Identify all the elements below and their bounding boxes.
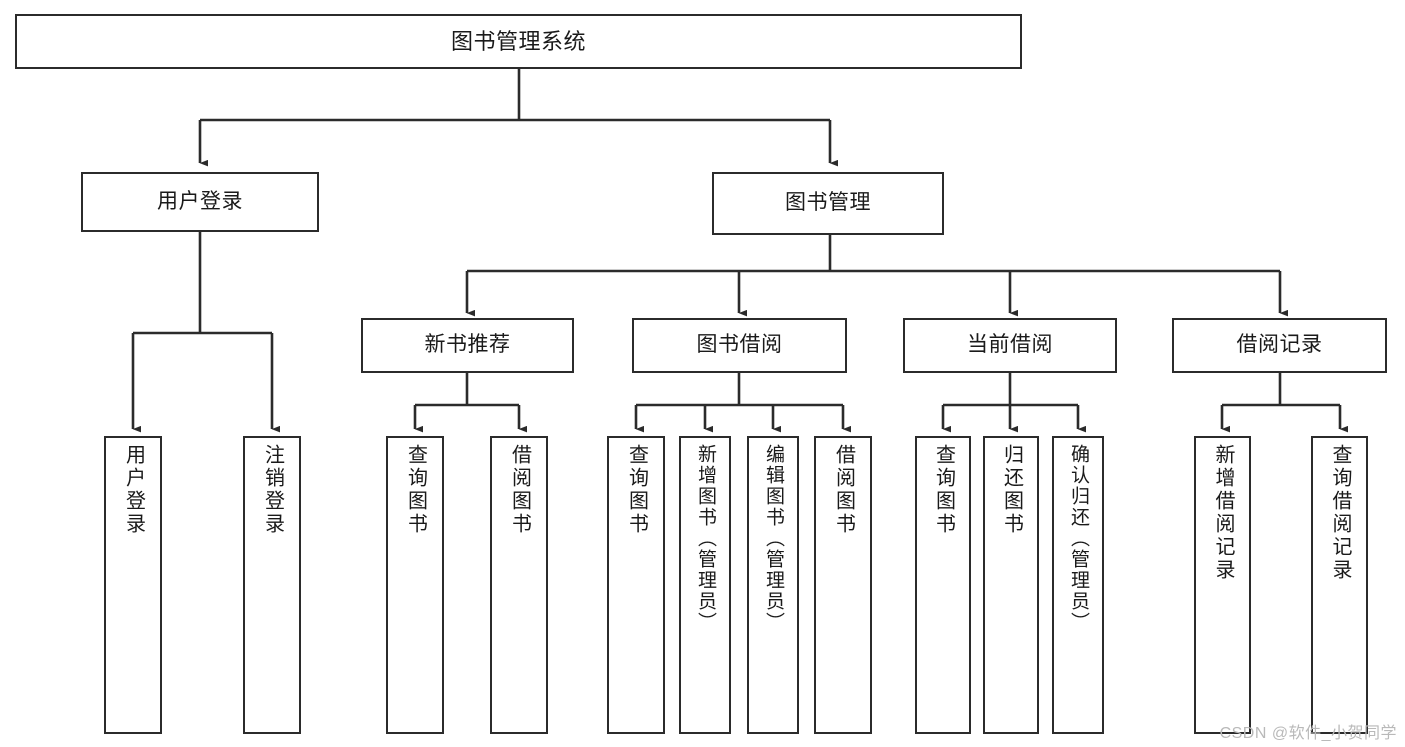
leaf-node-user-logout[interactable]: 注销登录 xyxy=(243,436,301,734)
node-current-borrowing[interactable]: 当前借阅 xyxy=(903,318,1117,373)
leaf-node-add-book-admin[interactable]: 新增图书（管理员） xyxy=(679,436,731,734)
leaf-node-add-borrow-record[interactable]: 新增借阅记录 xyxy=(1194,436,1251,734)
node-label: 注销登录 xyxy=(261,444,284,536)
leaf-node-user-login[interactable]: 用户登录 xyxy=(104,436,162,734)
leaf-node-query-borrow-record[interactable]: 查询借阅记录 xyxy=(1311,436,1368,734)
node-label: 当前借阅 xyxy=(967,333,1053,357)
node-label: 图书借阅 xyxy=(696,333,783,357)
node-book-borrowing[interactable]: 图书借阅 xyxy=(632,318,847,373)
node-label: 借阅图书 xyxy=(508,444,531,536)
node-book-management[interactable]: 图书管理 xyxy=(712,172,944,235)
node-label: 用户登录 xyxy=(122,444,145,536)
node-label: 查询图书 xyxy=(625,444,648,536)
node-new-book-recommendation[interactable]: 新书推荐 xyxy=(361,318,574,373)
node-label: 用户登录 xyxy=(157,189,243,213)
node-label: 查询图书 xyxy=(404,444,427,536)
node-label: 归还图书 xyxy=(1000,444,1023,536)
leaf-node-edit-book-admin[interactable]: 编辑图书（管理员） xyxy=(747,436,799,734)
node-root-book-management-system[interactable]: 图书管理系统 xyxy=(15,14,1022,69)
node-label: 借阅图书 xyxy=(832,444,855,536)
node-label: 新增借阅记录 xyxy=(1212,444,1234,582)
node-label: 编辑图书（管理员） xyxy=(762,444,784,633)
node-label: 图书管理系统 xyxy=(450,28,586,54)
node-label: 查询借阅记录 xyxy=(1329,444,1351,582)
csdn-watermark: CSDN @软件_小贺同学 xyxy=(1219,725,1397,742)
leaf-node-query-book-borrowing[interactable]: 查询图书 xyxy=(607,436,665,734)
leaf-node-return-book[interactable]: 归还图书 xyxy=(983,436,1039,734)
node-label: 确认归还（管理员） xyxy=(1067,444,1089,633)
leaf-node-confirm-return-admin[interactable]: 确认归还（管理员） xyxy=(1052,436,1104,734)
leaf-node-query-book-current[interactable]: 查询图书 xyxy=(915,436,971,734)
leaf-node-borrow-book-borrowing[interactable]: 借阅图书 xyxy=(814,436,872,734)
node-borrowing-record[interactable]: 借阅记录 xyxy=(1172,318,1387,373)
leaf-node-query-book-recommend[interactable]: 查询图书 xyxy=(386,436,444,734)
node-user-login[interactable]: 用户登录 xyxy=(81,172,319,232)
node-label: 新书推荐 xyxy=(424,333,511,357)
node-label: 新增图书（管理员） xyxy=(694,444,716,633)
node-label: 图书管理 xyxy=(785,191,871,215)
node-label: 查询图书 xyxy=(932,444,955,536)
leaf-node-borrow-book-recommend[interactable]: 借阅图书 xyxy=(490,436,548,734)
node-label: 借阅记录 xyxy=(1236,333,1323,357)
